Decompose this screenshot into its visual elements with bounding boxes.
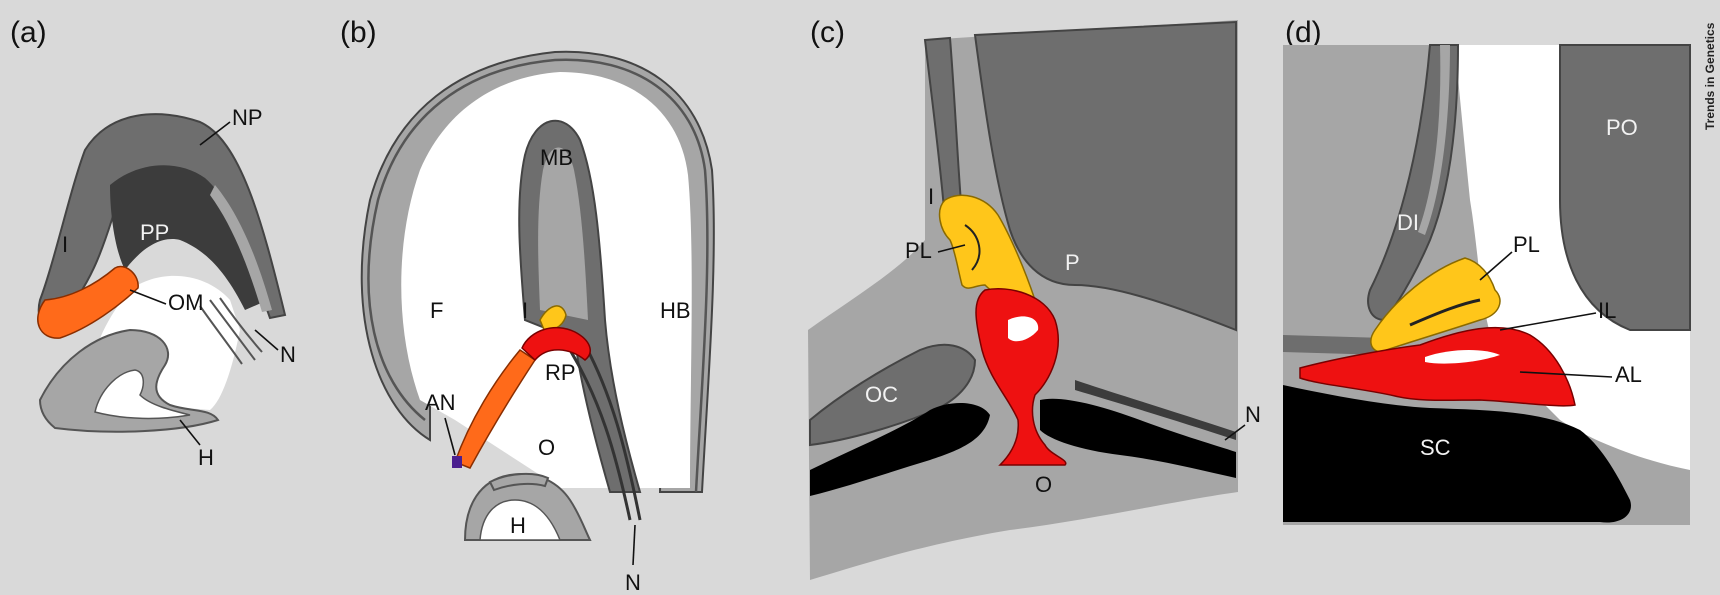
panel-b-label-rp: RP (545, 360, 576, 385)
panel-d-label-po: PO (1606, 115, 1638, 140)
credit-text: Trends in Genetics (1703, 22, 1717, 130)
panel-b-an-marker (452, 456, 462, 468)
panel-b: (b) MB F HB I RP AN O H N (340, 16, 714, 595)
panel-a-label-om: OM (168, 290, 203, 315)
panel-c-label-i: I (928, 184, 934, 209)
panel-a-label-n: N (280, 342, 296, 367)
panel-b-leader-an (445, 418, 455, 455)
panel-b-label-hb: HB (660, 298, 691, 323)
panel-a-label-i: I (62, 232, 68, 257)
panel-d-tag: (d) (1285, 16, 1322, 49)
panel-c-label-oc: OC (865, 382, 898, 407)
panel-a-label-np: NP (232, 105, 263, 130)
panel-b-label-o: O (538, 435, 555, 460)
panel-c-label-pl: PL (905, 238, 932, 263)
panel-a: (a) NP PP I OM N H (10, 16, 296, 470)
panel-b-label-f: F (430, 298, 443, 323)
panel-a-label-pp: PP (140, 220, 169, 245)
panel-c-label-n: N (1245, 402, 1261, 427)
panel-c-label-p: P (1065, 250, 1080, 275)
panel-d-floor-band (1283, 335, 1385, 355)
panel-d-label-pl: PL (1513, 232, 1540, 257)
panel-d-label-di: DI (1397, 210, 1419, 235)
panel-d: (d) PO DI PL IL AL SC (1283, 16, 1690, 525)
panel-b-label-i: I (522, 298, 528, 323)
panel-d-label-il: IL (1598, 298, 1616, 323)
panel-b-tag: (b) (340, 16, 377, 49)
panel-c-tag: (c) (810, 16, 845, 49)
panel-d-po-region (1560, 45, 1690, 330)
panel-b-label-h: H (510, 513, 526, 538)
panel-b-label-mb: MB (540, 145, 573, 170)
panel-b-label-an: AN (425, 390, 456, 415)
panel-a-label-h: H (198, 445, 214, 470)
panel-c-label-o: O (1035, 472, 1052, 497)
panel-b-label-n: N (625, 570, 641, 595)
panel-a-tag: (a) (10, 16, 47, 49)
panel-d-label-sc: SC (1420, 435, 1451, 460)
panel-c: (c) I PL P OC N O (808, 16, 1261, 580)
panel-b-leader-n (633, 525, 635, 565)
panel-d-label-al: AL (1615, 362, 1642, 387)
